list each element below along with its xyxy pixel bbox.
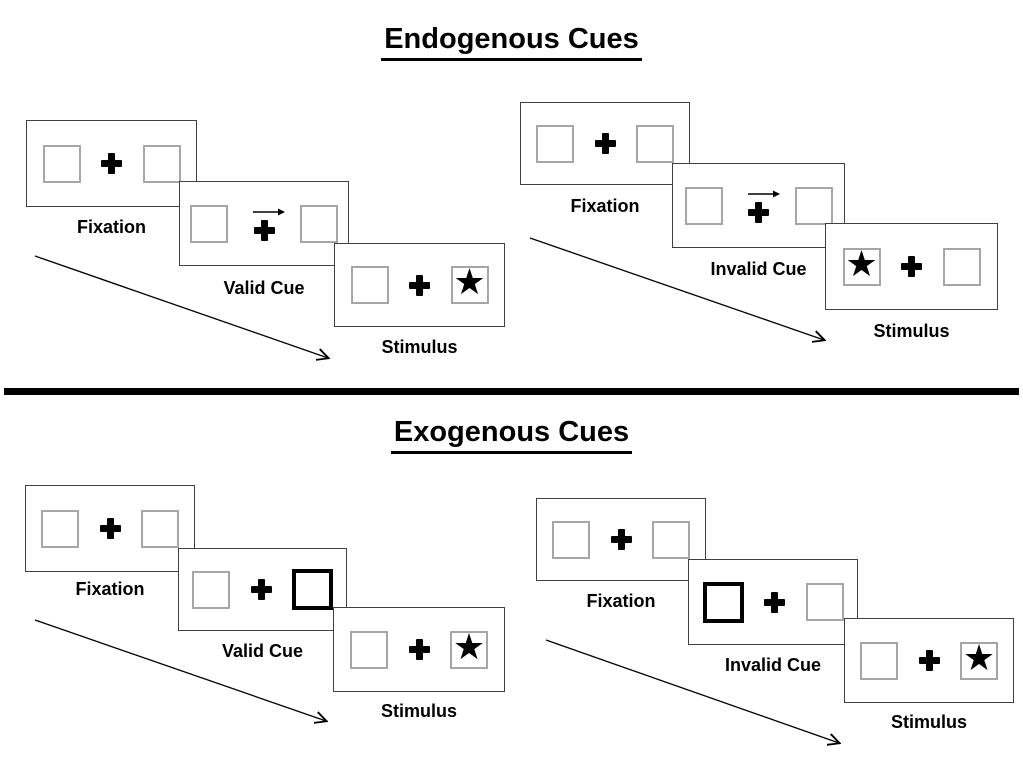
fixation-cross-icon <box>101 153 122 174</box>
fixation-area <box>604 529 638 550</box>
fixation-cross-icon <box>918 650 940 671</box>
exo-valid-fixation-panel <box>25 485 195 572</box>
endo-valid-cue-panel <box>179 181 349 266</box>
fixation-area <box>403 274 437 296</box>
fixation-area <box>588 133 622 154</box>
section-title-exogenous: Exogenous Cues <box>0 416 1023 454</box>
cue-highlight-box <box>292 569 333 610</box>
section-title-endogenous: Endogenous Cues <box>0 23 1023 61</box>
fixation-cross-icon <box>409 274 430 296</box>
star-icon: ★ <box>845 243 878 285</box>
right-box <box>300 204 338 243</box>
left-box <box>350 630 388 669</box>
fixation-cross-icon <box>99 518 121 539</box>
panel-label: Stimulus <box>873 321 950 341</box>
right-box <box>652 520 690 559</box>
fixation-cross-icon <box>408 639 430 660</box>
exo-valid-stimulus-panel: ★ <box>333 607 505 692</box>
cue-highlight-box <box>702 581 744 623</box>
left-box <box>42 144 81 183</box>
timeline-arrow-endo-valid <box>34 255 328 358</box>
timeline-arrow-endo-invalid <box>529 237 824 340</box>
fixation-cross-icon <box>594 133 616 154</box>
timeline-arrow-exo-invalid <box>545 639 839 743</box>
section-title-endogenous-text: Endogenous Cues <box>381 23 642 61</box>
fixation-area <box>93 518 127 539</box>
exo-valid-cue-panel <box>178 548 347 631</box>
exo-invalid-stimulus-panel: ★ <box>844 618 1014 703</box>
panel-label: Stimulus <box>381 337 458 357</box>
right-box <box>794 186 833 225</box>
panel-label: Stimulus <box>890 712 967 732</box>
fixation-area <box>737 189 781 223</box>
right-box <box>141 509 179 548</box>
fixation-area <box>242 207 286 241</box>
fixation-cross-icon <box>250 579 272 600</box>
fixation-cross-icon <box>748 201 769 223</box>
panel-label: Fixation <box>570 196 640 216</box>
panel-label: Fixation <box>76 217 146 237</box>
endo-valid-fixation-panel <box>26 120 197 207</box>
endo-invalid-cue-panel <box>672 163 845 248</box>
endo-invalid-stimulus-panel: ★ <box>825 223 998 310</box>
left-box <box>41 509 79 548</box>
left-box <box>536 124 574 163</box>
star-icon: ★ <box>452 626 486 668</box>
left-box <box>552 520 590 559</box>
left-box <box>192 570 230 609</box>
cue-arrow-icon <box>747 190 780 197</box>
panel-label: Fixation <box>586 591 656 611</box>
fixation-area <box>95 153 129 174</box>
section-title-exogenous-text: Exogenous Cues <box>390 416 633 454</box>
panel-label: Fixation <box>75 579 145 599</box>
star-icon: ★ <box>453 262 486 303</box>
endo-valid-stimulus-panel: ★ <box>334 243 505 327</box>
left-box <box>190 204 228 243</box>
left-box <box>684 186 723 225</box>
panel-label: Stimulus <box>380 701 457 721</box>
right-box: ★ <box>450 626 488 669</box>
left-box: ★ <box>842 243 881 286</box>
left-box <box>860 641 898 680</box>
fixation-cross-icon <box>764 591 785 613</box>
panel-label: Invalid Cue <box>724 655 822 675</box>
fixation-area <box>244 579 278 600</box>
left-box <box>350 266 389 304</box>
right-box <box>942 247 981 286</box>
panel-label: Invalid Cue <box>710 259 807 279</box>
fixation-cross-icon <box>610 529 632 550</box>
fixation-area <box>895 256 929 277</box>
endo-invalid-fixation-panel <box>520 102 690 185</box>
fixation-area <box>402 639 436 660</box>
cue-arrow-icon <box>253 208 285 215</box>
panel-label: Valid Cue <box>221 641 304 661</box>
fixation-cross-icon <box>253 219 275 241</box>
right-box <box>805 583 844 621</box>
fixation-cross-icon <box>901 256 922 277</box>
section-divider <box>4 388 1019 395</box>
right-box: ★ <box>450 262 489 304</box>
right-box <box>636 124 674 163</box>
fixation-area <box>912 650 946 671</box>
exo-invalid-cue-panel <box>688 559 858 645</box>
right-box <box>142 144 181 183</box>
timeline-arrow-exo-valid <box>34 619 326 721</box>
fixation-area <box>758 591 792 613</box>
panel-label: Valid Cue <box>223 278 305 298</box>
right-box: ★ <box>960 637 998 680</box>
star-icon: ★ <box>962 637 996 679</box>
exo-invalid-fixation-panel <box>536 498 706 581</box>
